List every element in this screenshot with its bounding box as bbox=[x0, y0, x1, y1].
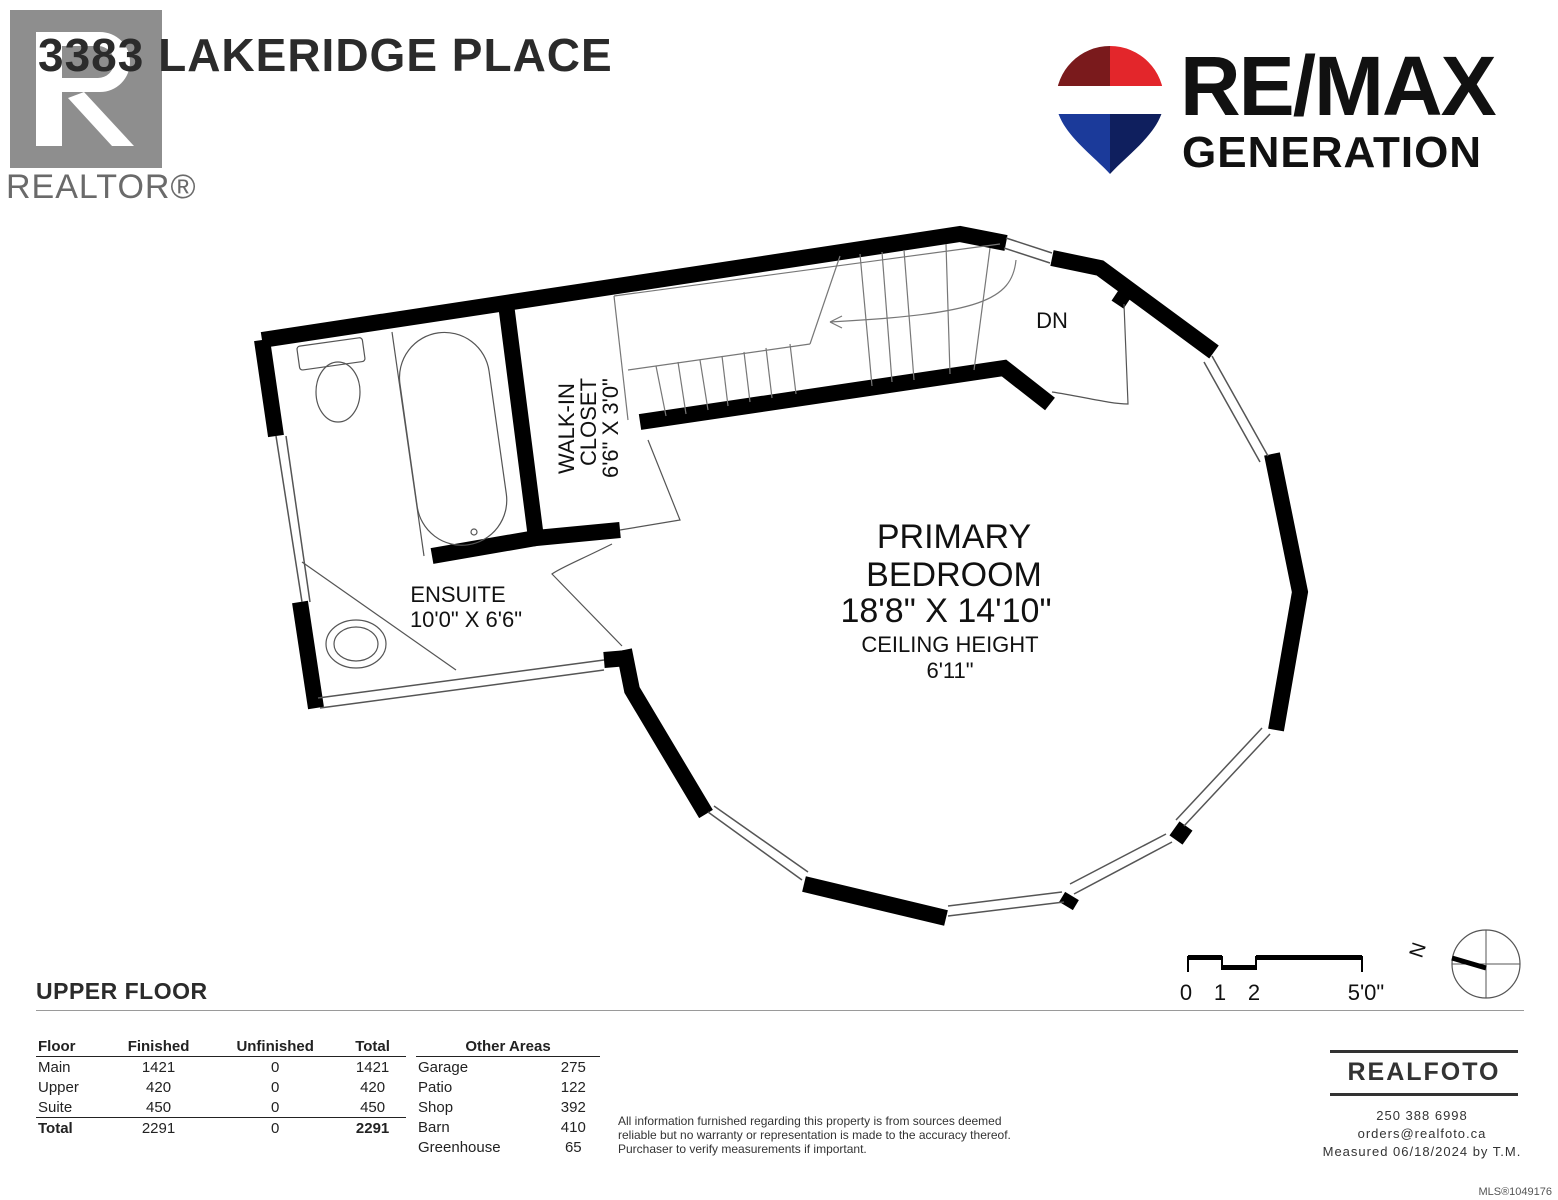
table-row: Upper 420 0 420 bbox=[36, 1077, 406, 1097]
table-header: Other Areas bbox=[416, 1037, 600, 1057]
table-header: Floor bbox=[36, 1037, 106, 1057]
measured-note: Measured 06/18/2024 by T.M. bbox=[1322, 1144, 1522, 1159]
exterior-walls bbox=[254, 225, 1309, 926]
company-phone: 250 388 6998 bbox=[1376, 1108, 1468, 1123]
primary-bedroom-label-2: BEDROOM bbox=[866, 556, 1042, 594]
realfoto-logo-frame bbox=[1330, 1050, 1518, 1096]
walkin-closet-label-1: WALK-IN bbox=[554, 383, 579, 474]
table-header: Finished bbox=[105, 1037, 212, 1057]
ceiling-height-label: CEILING HEIGHT bbox=[861, 632, 1038, 657]
table-row: Greenhouse 65 bbox=[416, 1137, 600, 1157]
table-cell: 450 bbox=[146, 1098, 172, 1116]
table-cell: 2291 bbox=[339, 1117, 406, 1138]
page-title: 3383 LAKERIDGE PLACE bbox=[38, 29, 613, 81]
windows bbox=[275, 237, 1271, 917]
ensuite-dims: 10'0" X 6'6" bbox=[410, 607, 522, 632]
realtor-wordmark: REALTOR® bbox=[6, 168, 197, 206]
compass-icon bbox=[1451, 929, 1521, 999]
table-cell: Total bbox=[36, 1117, 106, 1138]
table-cell: 410 bbox=[560, 1118, 586, 1136]
company-email: orders@realfoto.ca bbox=[1357, 1126, 1487, 1141]
scale-bar bbox=[1187, 955, 1363, 972]
table-cell: Upper bbox=[38, 1078, 79, 1096]
disclaimer-text: All information furnished regarding this… bbox=[618, 1114, 1011, 1156]
table-cell: 122 bbox=[560, 1078, 586, 1096]
table-cell: 0 bbox=[211, 1117, 340, 1138]
table-cell: 450 bbox=[360, 1098, 386, 1116]
primary-bedroom-dims: 18'8" X 14'10" bbox=[840, 592, 1051, 630]
table-cell: Greenhouse bbox=[418, 1138, 501, 1156]
mls-number: MLS®1049176 bbox=[1478, 1186, 1552, 1198]
table-cell: 0 bbox=[271, 1058, 280, 1076]
walkin-closet-label-2: CLOSET bbox=[576, 378, 601, 466]
brand-name: RE/MAX bbox=[1180, 39, 1497, 133]
table-header: Unfinished bbox=[211, 1037, 340, 1057]
table-row: Main 1421 0 1421 bbox=[36, 1057, 406, 1078]
realfoto-logo: REALFOTO bbox=[1347, 1058, 1501, 1086]
table-row: Suite 450 0 450 bbox=[36, 1097, 406, 1118]
table-cell: 2291 bbox=[105, 1117, 212, 1138]
walkin-closet-dims: 6'6" X 3'0" bbox=[598, 378, 623, 478]
scale-tick-0: 0 bbox=[1180, 980, 1192, 1005]
door-swings bbox=[551, 303, 1129, 647]
table-cell: Suite bbox=[38, 1098, 73, 1116]
table-row: Barn 410 bbox=[416, 1117, 600, 1137]
brand-subtitle: GENERATION bbox=[1182, 128, 1483, 177]
ensuite-label: ENSUITE bbox=[410, 582, 505, 607]
primary-bedroom-label-1: PRIMARY bbox=[877, 518, 1031, 556]
table-cell: Main bbox=[38, 1058, 71, 1076]
table-cell: Shop bbox=[418, 1098, 454, 1116]
table-cell: 420 bbox=[360, 1078, 386, 1096]
table-row: Patio 122 bbox=[416, 1077, 600, 1097]
floor-area-table: Floor Finished Unfinished Total Main 142… bbox=[36, 1037, 406, 1138]
table-cell: 65 bbox=[564, 1138, 582, 1156]
scale-tick-1: 1 bbox=[1214, 980, 1226, 1005]
table-cell: 392 bbox=[560, 1098, 586, 1116]
ceiling-height-value: 6'11" bbox=[926, 658, 973, 683]
table-cell: 1421 bbox=[141, 1058, 176, 1076]
table-row-total: Total 2291 0 2291 bbox=[36, 1117, 406, 1138]
table-cell: 420 bbox=[146, 1078, 172, 1096]
scale-tick-2: 2 bbox=[1248, 980, 1260, 1005]
table-cell: 275 bbox=[560, 1058, 586, 1076]
stairs-down-label: DN bbox=[1036, 308, 1068, 333]
table-cell: Garage bbox=[418, 1058, 469, 1076]
divider bbox=[36, 1010, 1524, 1011]
table-cell: Patio bbox=[418, 1078, 453, 1096]
table-cell: 0 bbox=[271, 1098, 280, 1116]
bathroom-fixtures bbox=[296, 331, 508, 671]
table-cell: 0 bbox=[271, 1078, 280, 1096]
table-row: Shop 392 bbox=[416, 1097, 600, 1117]
table-cell: Barn bbox=[418, 1118, 450, 1136]
table-row: Garage 275 bbox=[416, 1057, 600, 1078]
floor-label: UPPER FLOOR bbox=[36, 978, 208, 1004]
compass-north-label: N bbox=[1406, 940, 1431, 961]
table-header: Total bbox=[339, 1037, 406, 1057]
realtor-logo bbox=[8, 8, 164, 170]
scale-tick-5: 5'0" bbox=[1348, 980, 1384, 1005]
other-areas-table: Other Areas Garage 275 Patio 122 Shop 392 B… bbox=[416, 1037, 600, 1157]
table-cell: 1421 bbox=[355, 1058, 390, 1076]
remax-balloon-logo bbox=[1052, 44, 1168, 176]
staircase bbox=[613, 243, 1017, 421]
